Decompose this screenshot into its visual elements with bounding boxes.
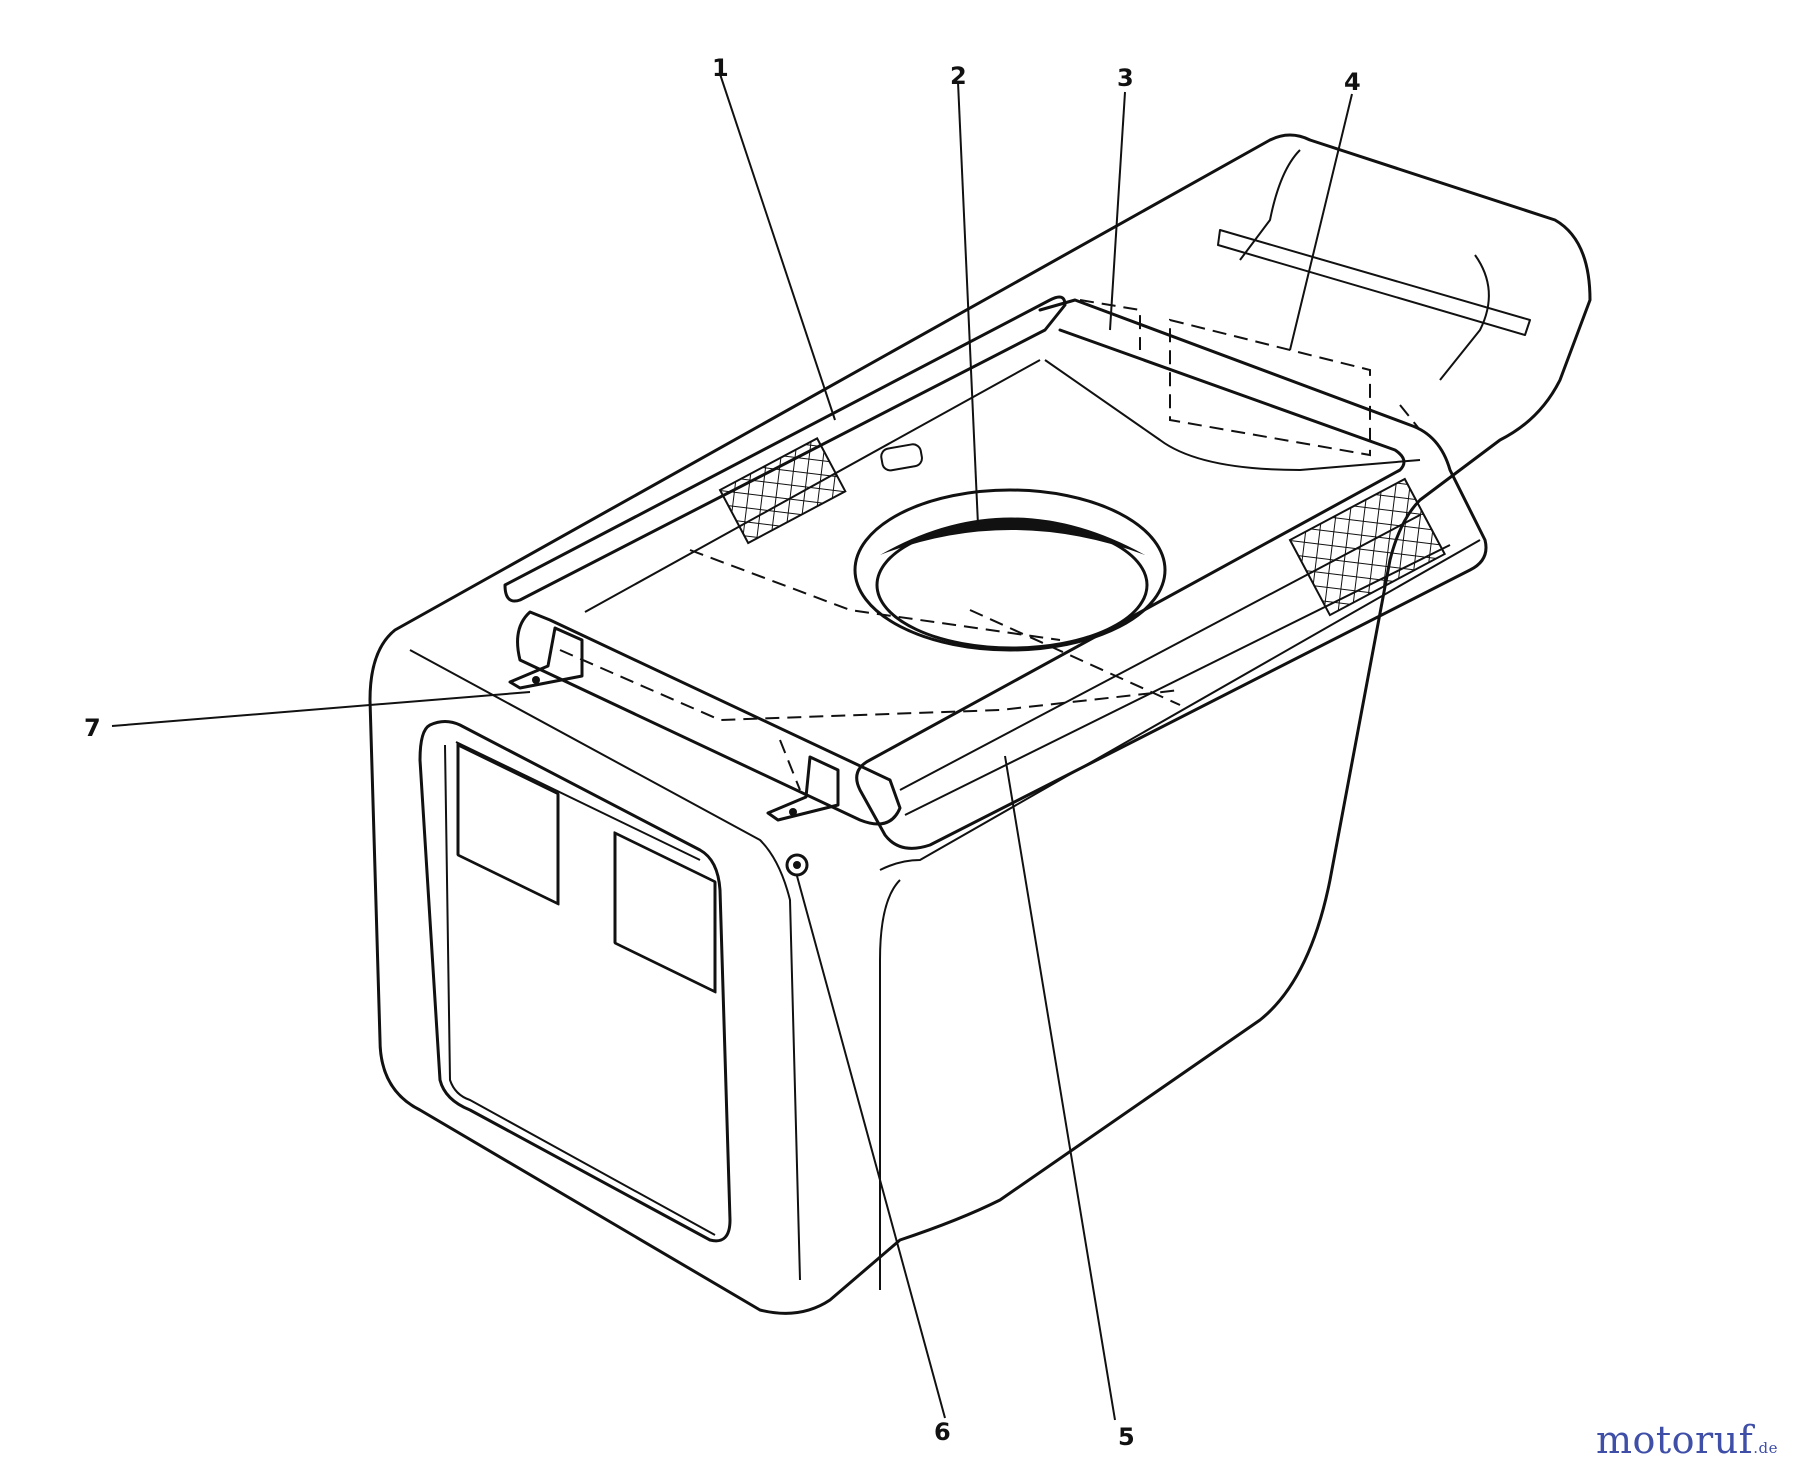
- callout-7: 7: [84, 714, 101, 742]
- hidden-lines: [559, 299, 1421, 791]
- leader-lines: [111, 73, 1353, 1421]
- watermark-tld: .de: [1753, 1439, 1778, 1457]
- watermark-logo: motoruf.de: [1596, 1418, 1778, 1462]
- bracket-left: [508, 626, 584, 690]
- bag-opening: [853, 488, 1167, 652]
- front-window-panel: [418, 720, 732, 1243]
- lid-vent-slot: [1217, 229, 1531, 336]
- mesh-panel-right: [1288, 477, 1447, 617]
- watermark-name: motoruf: [1595, 1418, 1754, 1462]
- callout-1: 1: [712, 54, 729, 82]
- callout-numbers: 1 2 3 4 5 6 7: [84, 54, 1361, 1451]
- window-right: [613, 831, 717, 994]
- mesh-panel-left: [718, 437, 847, 545]
- callout-4: 4: [1344, 68, 1361, 96]
- window-left: [456, 743, 560, 906]
- bracket-right: [766, 755, 840, 822]
- nut: [785, 853, 809, 877]
- callout-5: 5: [1118, 1423, 1135, 1451]
- callout-2: 2: [950, 62, 967, 90]
- clip-top: [880, 443, 923, 472]
- bag-body: [368, 133, 1592, 1315]
- callout-6: 6: [934, 1418, 951, 1446]
- callout-3: 3: [1117, 64, 1134, 92]
